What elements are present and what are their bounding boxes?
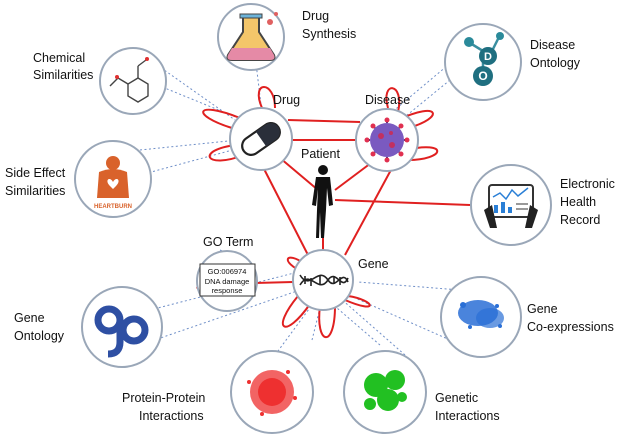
- virus-icon: [364, 117, 410, 163]
- ppi-network-icon: [247, 370, 297, 416]
- gene-node: Gene: [292, 249, 389, 311]
- disease-ontology-label-line2: Ontology: [530, 56, 581, 70]
- go-logo-icon: [94, 305, 149, 358]
- go-box-line3: response: [212, 286, 243, 295]
- ppi-label-line2: Interactions: [139, 409, 204, 423]
- ehr-node: Electronic Health Record: [470, 164, 615, 246]
- drug-synthesis-label-line2: Synthesis: [302, 27, 356, 41]
- go-box-id: GO:006974: [208, 267, 247, 276]
- side-effect-label-line2: Similarities: [5, 184, 65, 198]
- flask-icon: [226, 12, 278, 61]
- human-silhouette-icon: [312, 165, 333, 238]
- patient-label: Patient: [301, 147, 340, 161]
- do-letter-d: D: [484, 51, 492, 63]
- genetic-interactions-label-line1: Genetic: [435, 391, 478, 405]
- gene-ontology-label-line1: Gene: [14, 311, 45, 325]
- gene-coexpressions-label-line2: Co-expressions: [527, 320, 614, 334]
- drug-synthesis-node: Drug Synthesis: [217, 3, 356, 71]
- do-logo-icon: D O: [464, 32, 504, 86]
- pill-icon: [241, 122, 281, 156]
- gene-ontology-node: Gene Ontology: [14, 286, 163, 368]
- drug-label: Drug: [273, 93, 300, 107]
- ppi-node: Protein-Protein Interactions: [122, 350, 314, 434]
- gene-coexpressions-node: Gene Co-expressions: [440, 276, 614, 358]
- drug-synthesis-label-line1: Drug: [302, 9, 329, 23]
- molecule-icon: [109, 57, 149, 103]
- gene-ontology-label-line2: Ontology: [14, 329, 65, 343]
- gene-circle: [292, 249, 354, 311]
- chemical-similarities-label-line2: Similarities: [33, 68, 93, 82]
- coexpression-network-icon: [458, 300, 504, 329]
- chemical-similarities-label-line1: Chemical: [33, 51, 85, 65]
- dna-icon: [299, 274, 349, 286]
- go-term-label: GO Term: [203, 235, 253, 249]
- tablet-chart-icon: [484, 184, 538, 228]
- do-letter-o: O: [478, 69, 487, 83]
- ppi-label-line1: Protein-Protein: [122, 391, 205, 405]
- genetic-interactions-node: Genetic Interactions: [343, 350, 500, 434]
- ehr-label-line2: Health: [560, 195, 596, 209]
- go-box-line2: DNA damage: [205, 277, 250, 286]
- disease-ontology-label-line1: Disease: [530, 38, 575, 52]
- disease-label: Disease: [365, 93, 410, 107]
- genetic-network-icon: [364, 370, 407, 411]
- ehr-label-line3: Record: [560, 213, 600, 227]
- genetic-interactions-label-line2: Interactions: [435, 409, 500, 423]
- gene-label: Gene: [358, 257, 389, 271]
- dotted-connectors: [139, 29, 461, 356]
- disease-node: Disease: [355, 93, 419, 172]
- heartburn-person-icon: HEARTBURN: [94, 156, 132, 210]
- go-term-node: GO Term GO:006974 DNA damage response: [196, 235, 258, 312]
- chemical-similarities-node: Chemical Similarities: [33, 47, 167, 115]
- side-effect-similarities-node: HEARTBURN Side Effect Similarities: [5, 140, 152, 218]
- drug-node: Drug: [229, 93, 300, 171]
- ehr-label-line1: Electronic: [560, 177, 615, 191]
- side-effect-label-line1: Side Effect: [5, 166, 66, 180]
- gene-coexpressions-label-line1: Gene: [527, 302, 558, 316]
- go-term-box: [199, 263, 256, 297]
- patient-node: Patient: [301, 147, 340, 238]
- heartburn-caption: HEARTBURN: [94, 204, 132, 210]
- disease-ontology-node: D O Disease Ontology: [444, 23, 581, 101]
